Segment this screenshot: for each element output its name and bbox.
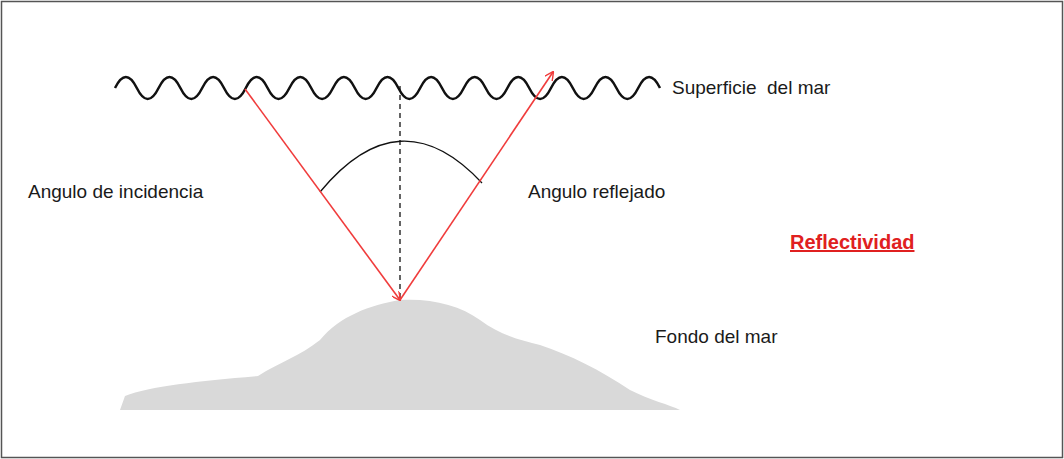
incident-ray (245, 89, 400, 300)
angle-label: Angulo reflejado (528, 181, 665, 203)
surface-label: Superficie del mar (672, 77, 830, 99)
title-label: Reflectividad (790, 231, 914, 253)
sea-surface-wave (115, 77, 660, 99)
seabed-shape (120, 300, 680, 410)
seabed-label: Fondo del mar (655, 326, 778, 348)
angle-label: Angulo de incidencia (28, 181, 203, 203)
normal-line (399, 86, 400, 300)
angle-arc (320, 141, 482, 192)
